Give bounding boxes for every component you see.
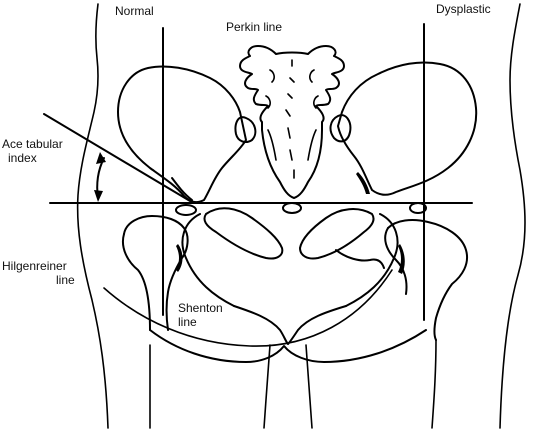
label-acetabular-index-line1: Ace tabular	[2, 137, 63, 151]
left-obturator-ring	[203, 207, 284, 260]
label-shenton-line2: line	[178, 315, 197, 329]
right-femoral-detail	[335, 249, 385, 269]
left-femur-lateral	[122, 233, 151, 331]
angle-arrow-bottom	[94, 190, 103, 202]
leg-outer-right	[431, 339, 437, 429]
acetabular-index-line	[43, 113, 191, 202]
label-shenton-line1: Shenton	[178, 301, 223, 315]
right-trochanter-mark	[398, 244, 405, 274]
label-normal: Normal	[115, 4, 154, 18]
right-sacroiliac	[329, 114, 352, 143]
spine-right-facets	[307, 69, 319, 161]
body-outline-left	[76, 3, 109, 429]
right-femoral-head	[387, 219, 468, 341]
leg-inner-right	[305, 344, 313, 429]
spine-left-facets	[265, 69, 277, 161]
label-hilgenreiner-line2: line	[56, 273, 75, 287]
left-sacroiliac	[234, 116, 257, 143]
spine-center-marks	[285, 59, 295, 179]
left-greater-trochanter	[176, 244, 183, 272]
left-acetabulum-roof	[171, 177, 193, 201]
inferior-pelvis	[149, 329, 427, 363]
label-shenton-line: Shenton line	[178, 301, 223, 329]
label-perkin-line: Perkin line	[226, 20, 283, 34]
label-acetabular-index-line2: index	[8, 151, 37, 165]
leg-inner-left	[263, 344, 271, 429]
shenton-line	[103, 269, 393, 347]
left-acetabulum-ellipse	[175, 204, 197, 216]
sacral-tip-ellipse	[282, 202, 302, 214]
right-iliac-wing	[337, 61, 478, 196]
left-femoral-head	[123, 215, 189, 331]
lumbar-spine	[239, 45, 345, 199]
right-obturator-ring	[299, 208, 375, 260]
right-acetabulum-margin	[356, 172, 370, 194]
pubic-symphysis	[233, 305, 347, 345]
left-iliac-wing	[117, 65, 247, 204]
label-hilgenreiner-line1: Hilgenreiner	[2, 259, 67, 273]
angle-arrow-top	[96, 152, 106, 164]
label-dysplastic: Dysplastic	[436, 2, 491, 16]
body-outline-right	[499, 3, 526, 429]
pelvic-inlet-left	[181, 213, 235, 307]
label-hilgenreiner-line: Hilgenreiner line	[2, 259, 75, 287]
label-acetabular-index: Ace tabular index	[2, 137, 63, 165]
right-femur-medial	[384, 227, 408, 295]
